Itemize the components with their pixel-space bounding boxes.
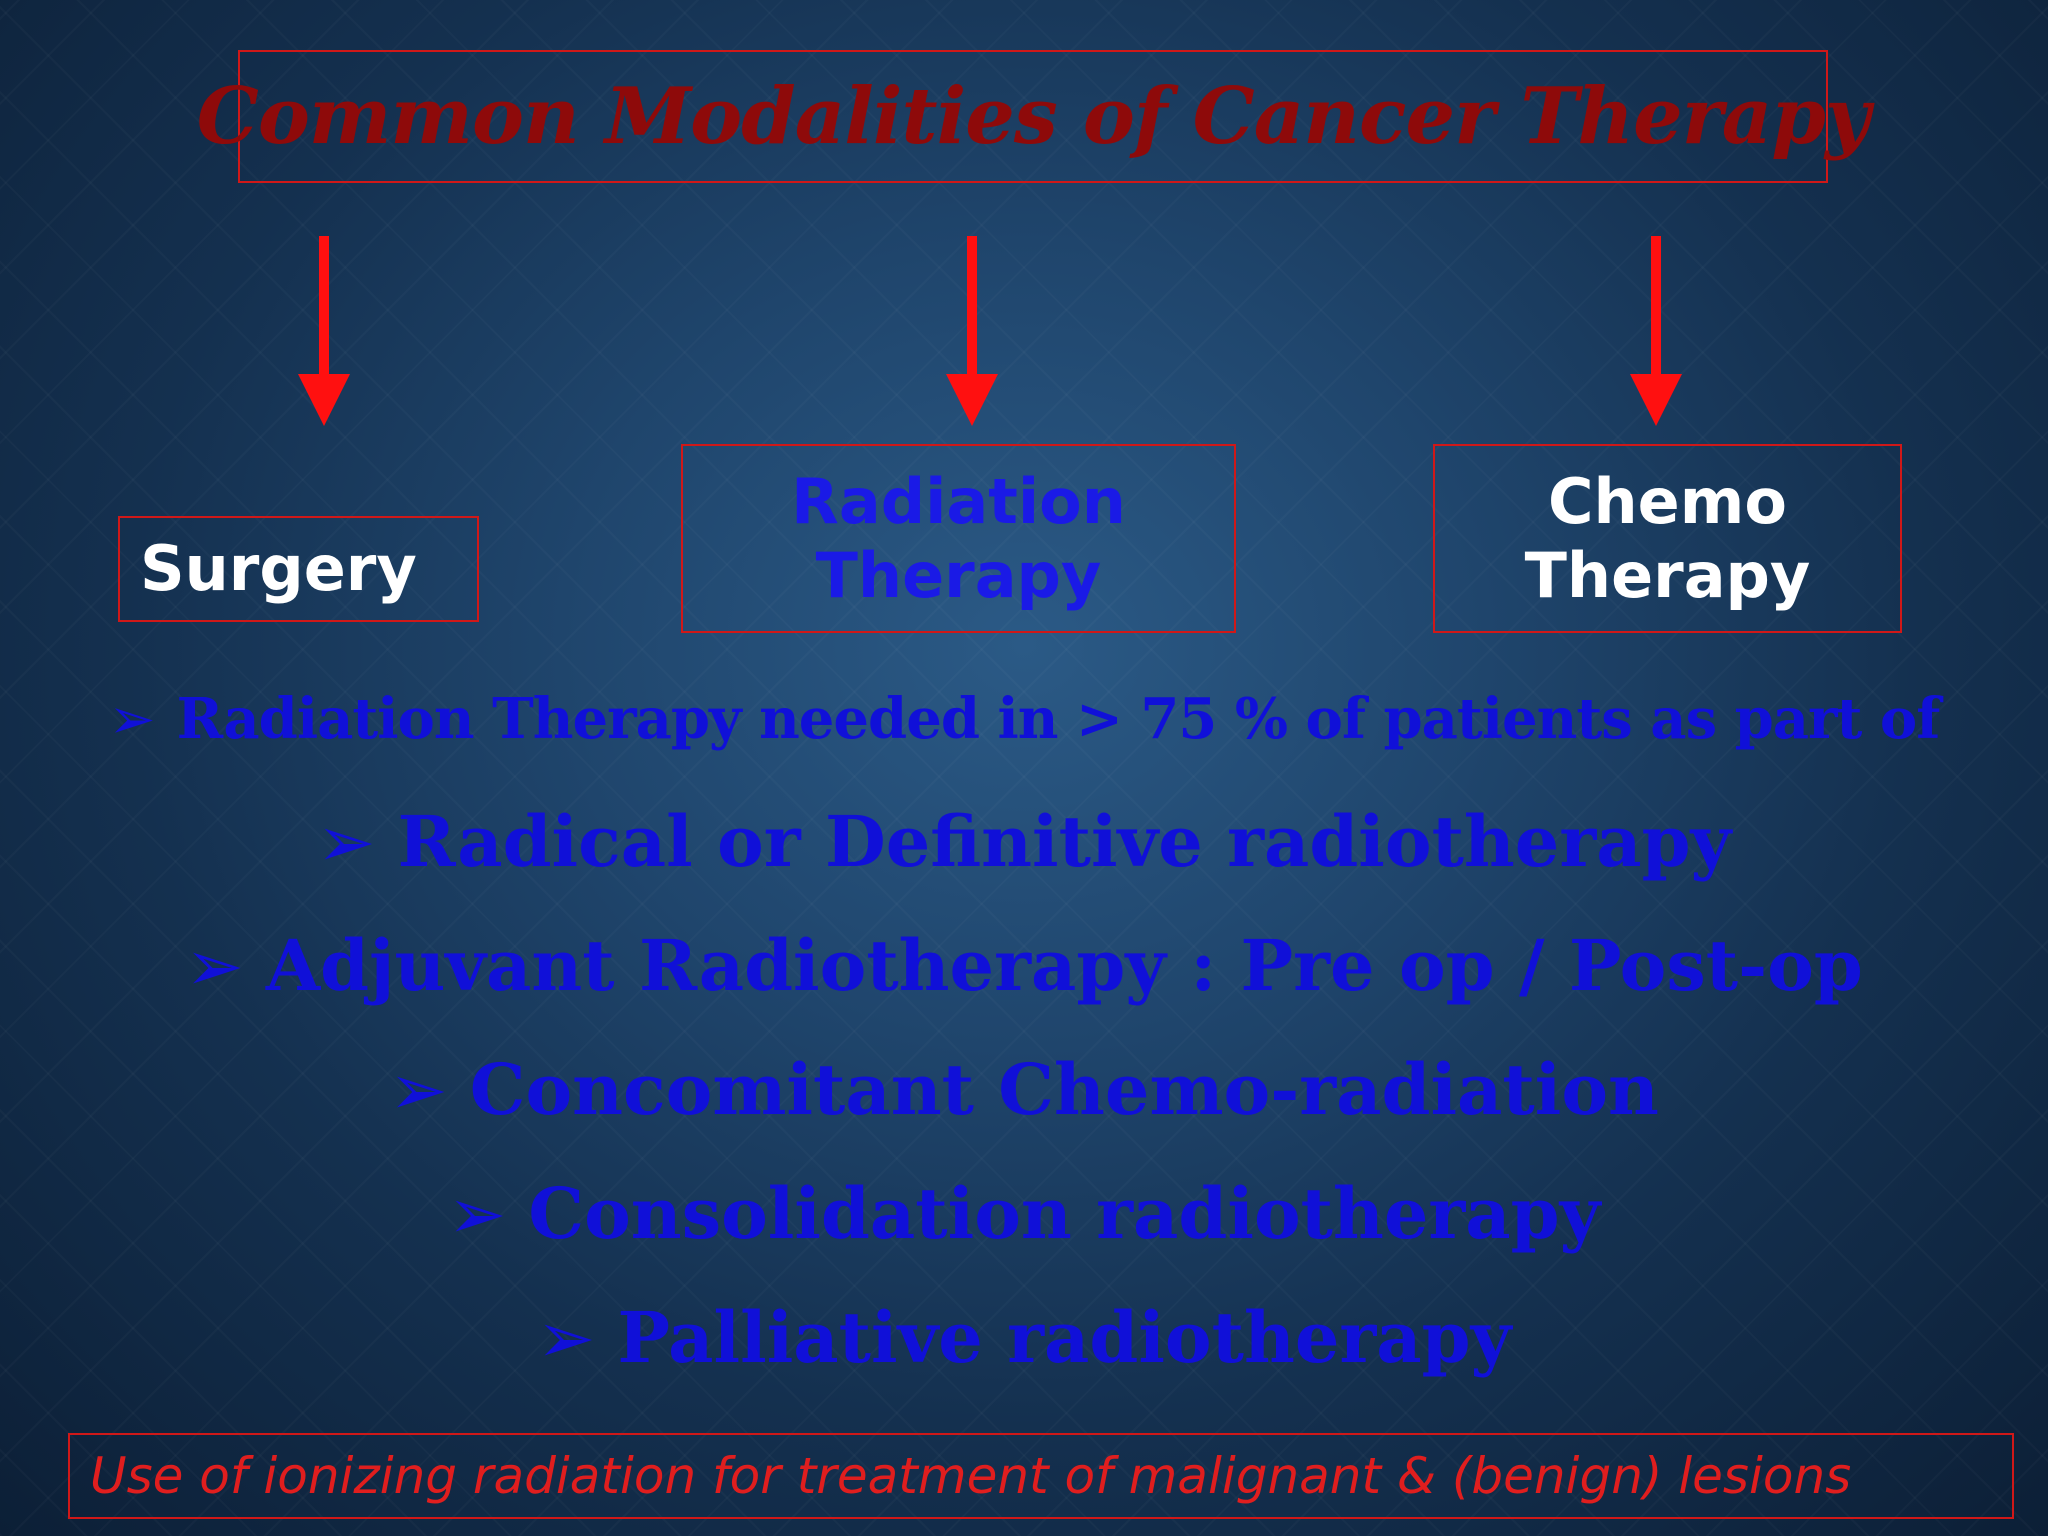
bullet-item: ➢ Adjuvant Radiotherapy : Pre op / Post-o… [0,924,2048,1007]
bullet-item: ➢ Consolidation radiotherapy [0,1172,2048,1255]
radiation-therapy-box: Radiation Therapy [681,444,1236,633]
arrow-down-icon-chemo [1630,236,1682,426]
radiation-label-line1: Radiation [791,465,1126,539]
arrow-bullet-icon: ➢ [447,1173,507,1255]
chemo-label-line2: Therapy [1524,538,1811,612]
radiation-label-line2: Therapy [815,538,1102,612]
arrow-down-icon-surgery [298,236,350,426]
slide-title: Common Modalities of Cancer Therapy [196,71,1870,162]
arrow-bullet-icon: ➢ [536,1297,596,1379]
chemo-label-line1: Chemo [1548,465,1787,539]
bullet-text: Palliative radiotherapy [617,1296,1512,1379]
bullet-text: Radical or Definitive radiotherapy [397,800,1732,883]
bullet-text: Adjuvant Radiotherapy : Pre op / Post-op [265,924,1863,1007]
arrow-bullet-icon: ➢ [108,687,156,752]
arrow-bullet-icon: ➢ [185,925,244,1007]
chemo-therapy-box: Chemo Therapy [1433,444,1902,633]
surgery-label: Surgery [140,532,417,606]
bullet-text: Consolidation radiotherapy [528,1172,1601,1255]
arrow-bullet-icon: ➢ [389,1049,448,1131]
footer-definition: Use of ionizing radiation for treatment … [90,1447,1852,1505]
bullet-item: ➢ Palliative radiotherapy [0,1296,2048,1379]
bullet-text: Radiation Therapy needed in > 75 % of pa… [176,686,1941,752]
title-box: Common Modalities of Cancer Therapy [197,50,1870,183]
bullet-item: ➢ Radiation Therapy needed in > 75 % of p… [0,686,2048,752]
arrow-bullet-icon: ➢ [316,801,376,883]
bullet-item: ➢ Concomitant Chemo-radiation [0,1048,2048,1131]
footer-box: Use of ionizing radiation for treatment … [68,1433,2014,1519]
bullet-text: Concomitant Chemo-radiation [469,1048,1659,1131]
arrow-down-icon-radiation [946,236,998,426]
bullet-item: ➢ Radical or Definitive radiotherapy [0,800,2048,883]
surgery-box: Surgery [118,516,479,622]
